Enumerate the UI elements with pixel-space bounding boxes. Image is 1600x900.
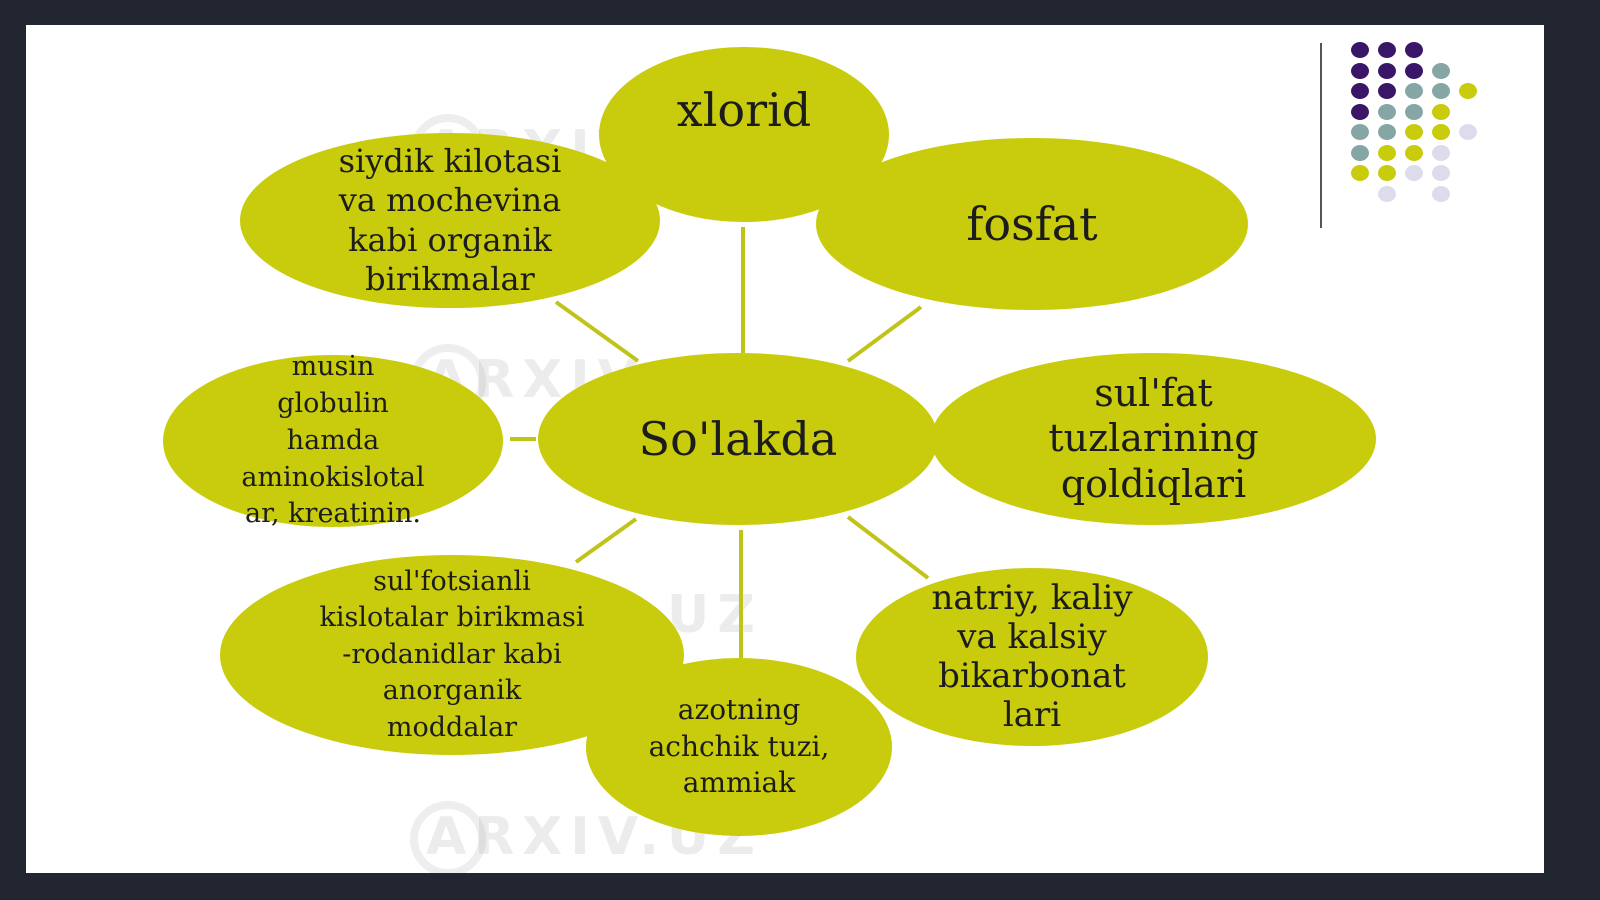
decorative-dot: [1405, 62, 1423, 79]
decorative-dot: [1432, 83, 1450, 99]
decorative-dot: [1405, 103, 1423, 120]
decorative-dot: [1351, 103, 1369, 120]
decorative-dot: [1378, 62, 1396, 79]
decorative-dot: [1459, 83, 1477, 99]
link-fosfat: [846, 305, 923, 363]
decorative-dot: [1378, 83, 1396, 99]
decorative-dot: [1378, 185, 1396, 202]
decorative-dot: [1351, 124, 1369, 140]
link-siydik: [554, 300, 640, 363]
link-natriy: [846, 515, 930, 580]
decorative-dot: [1432, 144, 1450, 161]
decorative-dot: [1378, 124, 1396, 140]
slide: ARXIV.UZ ARXIV.UZ ARXIV.UZ ARXIV.UZ xlor…: [26, 25, 1544, 873]
decorative-dot: [1378, 103, 1396, 120]
node-sulfat: sul'fat tuzlarining qoldiqlari: [931, 353, 1376, 525]
node-fosfat: fosfat: [816, 138, 1248, 310]
decorative-dot: [1351, 62, 1369, 79]
decorative-dot: [1432, 103, 1450, 120]
decorative-dot: [1432, 62, 1450, 79]
connector-lines: [510, 227, 934, 658]
node-natriy: natriy, kaliy va kalsiy bikarbonat lari: [856, 568, 1208, 746]
link-sulfotsian: [574, 517, 638, 564]
node-siydik: siydik kilotasi va mochevina kabi organi…: [240, 133, 660, 308]
decorative-dot: [1351, 83, 1369, 99]
node-sulfotsian: sul'fotsianli kislotalar birikmasi -roda…: [220, 555, 684, 755]
decorative-dot: [1405, 165, 1423, 181]
node-center: So'lakda: [538, 353, 938, 525]
decorative-dot: [1432, 124, 1450, 140]
decorative-dot: [1405, 124, 1423, 140]
decorative-divider: [1320, 43, 1322, 228]
decorative-dot: [1351, 42, 1369, 58]
decorative-dot: [1351, 165, 1369, 181]
decorative-dot: [1405, 144, 1423, 161]
decorative-dot: [1432, 185, 1450, 202]
decorative-dot: [1432, 165, 1450, 181]
decorative-dot: [1378, 42, 1396, 58]
decorative-dot: [1351, 144, 1369, 161]
decorative-dot: [1405, 83, 1423, 99]
decorative-dot: [1378, 165, 1396, 181]
decorative-dot: [1459, 124, 1477, 140]
decorative-dot: [1405, 42, 1423, 58]
node-musin: musin globulin hamda aminokislotal ar, k…: [163, 351, 503, 529]
decorative-dot: [1378, 144, 1396, 161]
